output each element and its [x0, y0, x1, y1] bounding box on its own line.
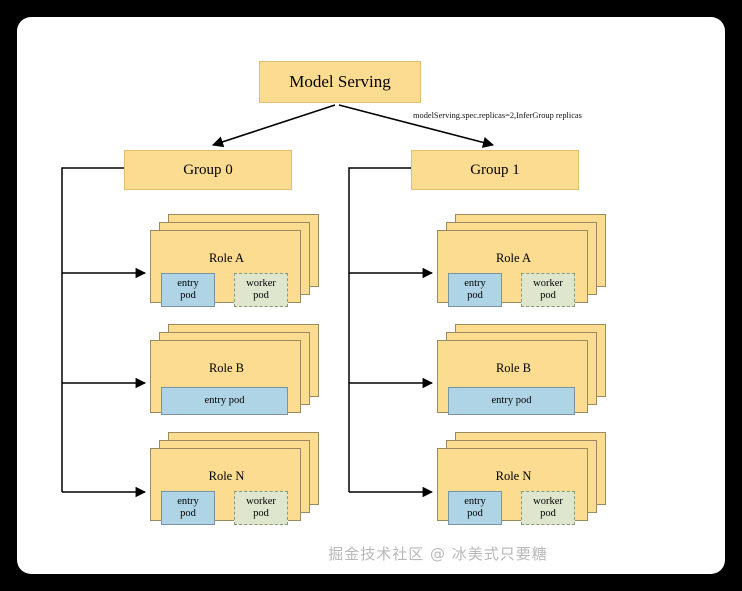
role-label: Role N	[495, 469, 532, 483]
entry-pod[interactable]: entry pod	[448, 491, 502, 525]
pod-row: entry pod worker pod	[151, 273, 302, 311]
stack-sheet-front: Role N entry pod worker pod	[437, 448, 588, 525]
pod-text-2: pod	[540, 508, 556, 519]
pod-row: entry pod worker pod	[438, 273, 589, 311]
pod-row: entry pod worker pod	[438, 491, 589, 529]
pod-text: entry pod	[491, 394, 532, 406]
stack-sheet-front: Role B entry pod	[437, 340, 588, 415]
group-1-node[interactable]: Group 1	[411, 150, 579, 190]
pod-text-2: pod	[253, 508, 269, 519]
diagram-canvas: Model Serving modelServing.spec.replicas…	[17, 17, 725, 574]
stack-sheet-front: Role A entry pod worker pod	[437, 230, 588, 307]
pod-row: entry pod	[151, 383, 302, 421]
edge-modelserving-to-group1	[338, 104, 495, 148]
model-serving-node[interactable]: Model Serving	[259, 61, 421, 103]
edge-group1-bus	[348, 167, 411, 492]
edge-modelserving-to-group0	[211, 104, 336, 148]
role-label: Role N	[208, 469, 245, 483]
entry-pod[interactable]: entry pod	[161, 273, 215, 307]
connector-layer	[61, 104, 495, 498]
entry-pod[interactable]: entry pod	[448, 273, 502, 307]
worker-pod[interactable]: worker pod	[521, 491, 575, 525]
pod-text-2: pod	[467, 508, 483, 519]
worker-pod[interactable]: worker pod	[234, 273, 288, 307]
worker-pod[interactable]: worker pod	[521, 273, 575, 307]
pod-text-2: pod	[180, 290, 196, 301]
pod-text: worker	[533, 495, 563, 507]
edge-group0-bus	[61, 167, 124, 492]
pod-text: worker	[246, 277, 276, 289]
entry-pod[interactable]: entry pod	[161, 491, 215, 525]
worker-pod[interactable]: worker pod	[234, 491, 288, 525]
pod-text-2: pod	[180, 508, 196, 519]
role-label: Role B	[495, 361, 532, 375]
pod-text-2: pod	[540, 290, 556, 301]
pod-row: entry pod	[438, 383, 589, 421]
pod-text: entry	[464, 277, 486, 289]
stack-sheet-front: Role B entry pod	[150, 340, 301, 415]
watermark: 掘金技术社区 @ 冰美式只要糖	[17, 543, 725, 564]
role-label: Role A	[495, 251, 532, 265]
pod-text-2: pod	[467, 290, 483, 301]
entry-pod[interactable]: entry pod	[161, 387, 288, 415]
edge-annotation-label: modelServing.spec.replicas=2,InferGroup …	[413, 111, 582, 120]
pod-text: entry	[177, 277, 199, 289]
pod-row: entry pod worker pod	[151, 491, 302, 529]
stack-sheet-front: Role A entry pod worker pod	[150, 230, 301, 307]
entry-pod[interactable]: entry pod	[448, 387, 575, 415]
pod-text: entry	[464, 495, 486, 507]
role-label: Role A	[208, 251, 245, 265]
pod-text: entry	[177, 495, 199, 507]
watermark-text: 掘金技术社区 @ 冰美式只要糖	[328, 545, 548, 563]
pod-text: worker	[246, 495, 276, 507]
group-0-node[interactable]: Group 0	[124, 150, 292, 190]
pod-text-2: pod	[253, 290, 269, 301]
stack-sheet-front: Role N entry pod worker pod	[150, 448, 301, 525]
role-label: Role B	[208, 361, 245, 375]
pod-text: worker	[533, 277, 563, 289]
pod-text: entry pod	[204, 394, 245, 406]
